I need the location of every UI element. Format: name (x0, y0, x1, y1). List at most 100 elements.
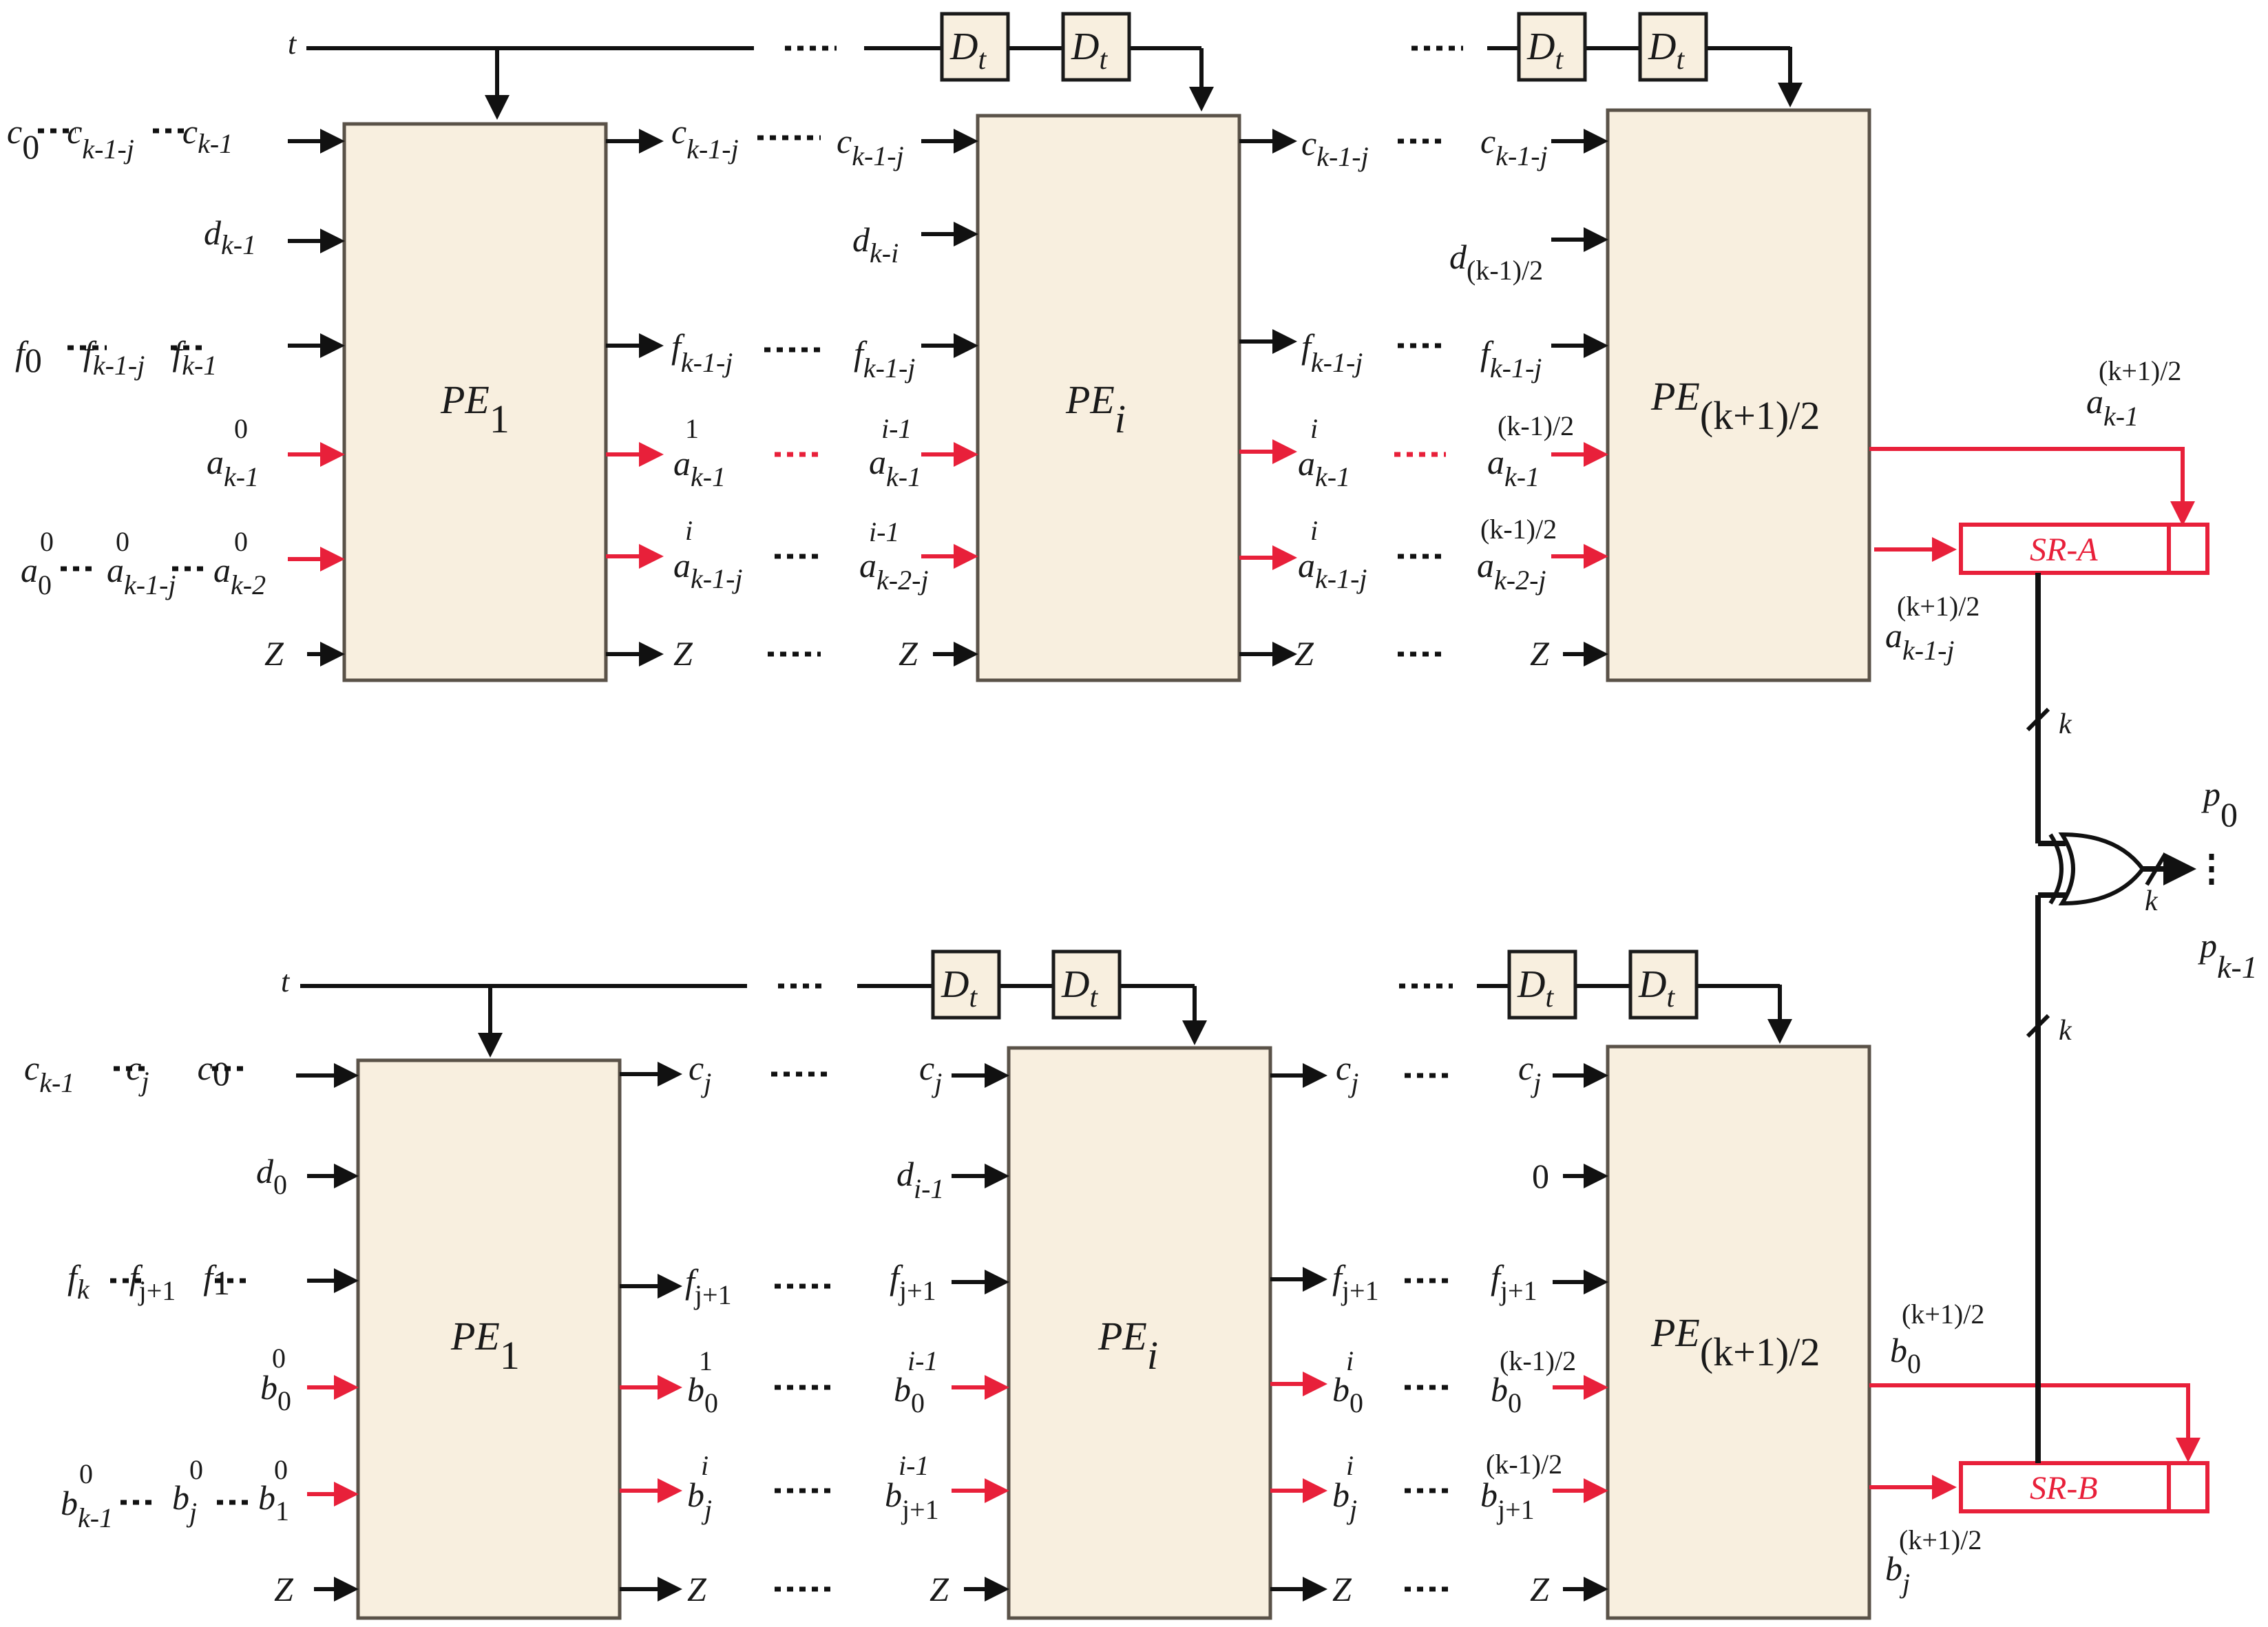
top-pe-last-label: PE(k+1)/2 (1650, 374, 1820, 438)
top-pe-1 (342, 122, 608, 682)
bottom-delay-3: Dt (1507, 949, 1577, 1020)
bottom-in3-c-label: cj (1518, 1049, 1541, 1098)
top-clock-label: t (288, 27, 297, 61)
bottom-out3-b1-label: b0(k+1)/2 (1890, 1299, 1984, 1379)
top-out1-z-label: Z (673, 634, 693, 673)
bottom-out3-b2-label: bj(k+1)/2 (1885, 1524, 1982, 1599)
bottom-pe-last-label: PE(k+1)/2 (1650, 1310, 1820, 1374)
bottom-in2-d-label: di-1 (896, 1155, 944, 1204)
sr-a-label: SR-A (2030, 532, 2098, 568)
bottom-out1-z-label: Z (687, 1570, 707, 1608)
bottom-out2-b1-label: b0i (1332, 1345, 1363, 1418)
top-delay-1: Dt (940, 12, 1010, 82)
bottom-out1-b1-label: b01 (687, 1345, 718, 1418)
top-pe-1-label: PE1 (440, 377, 510, 441)
top-in2-d-label: dk-i (852, 220, 899, 269)
top-in1-d-label: dk-1 (204, 213, 256, 260)
xor-gate-icon (2048, 832, 2145, 906)
bottom-delay-4: Dt (1628, 949, 1699, 1020)
top-out2-a1-label: ak-1i (1298, 413, 1350, 492)
bus-width-b: k (2059, 1015, 2072, 1047)
top-out3-a1-wire (1869, 447, 2195, 526)
bottom-out1-b2-label: bji (687, 1450, 712, 1525)
top-out3-a2-label: ak-1-j(k+1)/2 (1885, 591, 1980, 666)
top-in3-c-label: ck-1-j (1480, 122, 1548, 171)
top-pe-i (976, 114, 1241, 682)
top-pe-i-label: PEi (1065, 377, 1126, 441)
top-out1-a1-label: ak-11 (673, 413, 726, 492)
sr-b-label: SR-B (2030, 1470, 2098, 1507)
bottom-delay-2: Dt (1051, 949, 1122, 1020)
top-in2-z-label: Z (899, 634, 918, 673)
bottom-pe-last (1606, 1045, 1871, 1620)
bottom-in1-b1-label: b00 (260, 1343, 291, 1416)
bottom-in2-z-label: Z (930, 1570, 949, 1608)
output-pk-label: pk-1 (2198, 926, 2258, 985)
top-out2-a2-label: ak-1-ji (1298, 515, 1367, 594)
bottom-out3-b1-wire (1869, 1383, 2201, 1462)
top-in2-a1-label: ak-1i-1 (869, 413, 921, 492)
xor-combiner: k k k p0 pk-1 (2026, 573, 2258, 1463)
bottom-in2-c-label: cj (919, 1049, 942, 1098)
bottom-in2-b1-label: b0i-1 (894, 1345, 938, 1418)
top-in2-f-label: fk-1-j (854, 334, 915, 384)
bottom-in3-b1-label: b0(k-1)/2 (1491, 1345, 1576, 1418)
bottom-in3-b2-label: bj+1(k-1)/2 (1480, 1449, 1562, 1525)
bottom-in3-z-label: Z (1530, 1570, 1550, 1608)
bus-width-out: k (2145, 885, 2159, 917)
bottom-in2-b2-label: bj+1i-1 (885, 1450, 939, 1525)
bottom-out2-f-label: fj+1 (1332, 1258, 1379, 1306)
output-p0-label: p0 (2201, 775, 2238, 834)
svg-text:Dt: Dt (1061, 963, 1098, 1014)
bus-slash-b (2026, 1014, 2050, 1038)
top-in2-c-label: ck-1-j (837, 122, 904, 171)
top-in1-a2-label: a00ak-1-j0ak-20 (21, 526, 266, 600)
top-out1-f-label: fk-1-j (671, 327, 733, 378)
bottom-out2-c-label: cj (1336, 1049, 1358, 1098)
top-in3-d-label: d(k-1)/2 (1449, 238, 1543, 286)
bottom-in2-f-label: fj+1 (890, 1258, 936, 1306)
svg-text:Dt: Dt (1526, 25, 1564, 76)
bottom-in3-f-label: fj+1 (1491, 1258, 1537, 1306)
bottom-pe-i (1007, 1046, 1272, 1620)
bottom-array: t Dt Dt Dt Dt PE1 PEi (24, 949, 2209, 1620)
svg-text:Dt: Dt (1638, 963, 1675, 1014)
top-out1-c-label: ck-1-j (671, 112, 739, 165)
svg-text:Dt: Dt (941, 963, 978, 1014)
bottom-in1-b2-label: bk-10bj0b10 (61, 1454, 289, 1533)
top-in3-z-label: Z (1530, 634, 1550, 673)
top-pe-last (1606, 108, 1871, 682)
top-out3-a1-label: ak-1(k+1)/2 (2086, 355, 2181, 432)
top-out2-z-label: Z (1294, 634, 1314, 673)
top-in2-a2-label: ak-2-ji-1 (859, 516, 929, 596)
bottom-out1-c-label: cj (689, 1049, 711, 1098)
sr-a-register: SR-A (1959, 523, 2209, 575)
top-in1-z-label: Z (264, 634, 284, 673)
bus-slash-a (2026, 707, 2050, 732)
top-delay-3: Dt (1517, 12, 1587, 82)
top-in1-a1-label: ak-10 (207, 413, 259, 492)
bottom-clock-label: t (281, 965, 291, 998)
sr-b-register: SR-B (1959, 1461, 2209, 1513)
bottom-in3-d-label: 0 (1532, 1157, 1549, 1195)
top-delay-2: Dt (1061, 12, 1131, 82)
bottom-in1-d-label: d0 (256, 1152, 287, 1200)
bottom-pe-i-label: PEi (1098, 1314, 1158, 1378)
bottom-pe-1 (356, 1058, 622, 1620)
bottom-pe-1-label: PE1 (450, 1314, 520, 1378)
svg-text:Dt: Dt (1648, 25, 1685, 76)
top-out2-c-label: ck-1-j (1301, 124, 1369, 172)
bottom-out2-b2-label: bji (1332, 1450, 1357, 1525)
top-delay-4: Dt (1638, 12, 1708, 82)
top-array: t Dt Dt Dt Dt PE (7, 12, 2209, 682)
bottom-out1-f-label: fj+1 (685, 1262, 732, 1310)
top-out2-f-label: fk-1-j (1301, 327, 1363, 378)
bottom-delay-1: Dt (931, 949, 1001, 1020)
top-in3-a1-label: ak-1(k-1)/2 (1487, 410, 1574, 492)
svg-text:Dt: Dt (1517, 963, 1554, 1014)
